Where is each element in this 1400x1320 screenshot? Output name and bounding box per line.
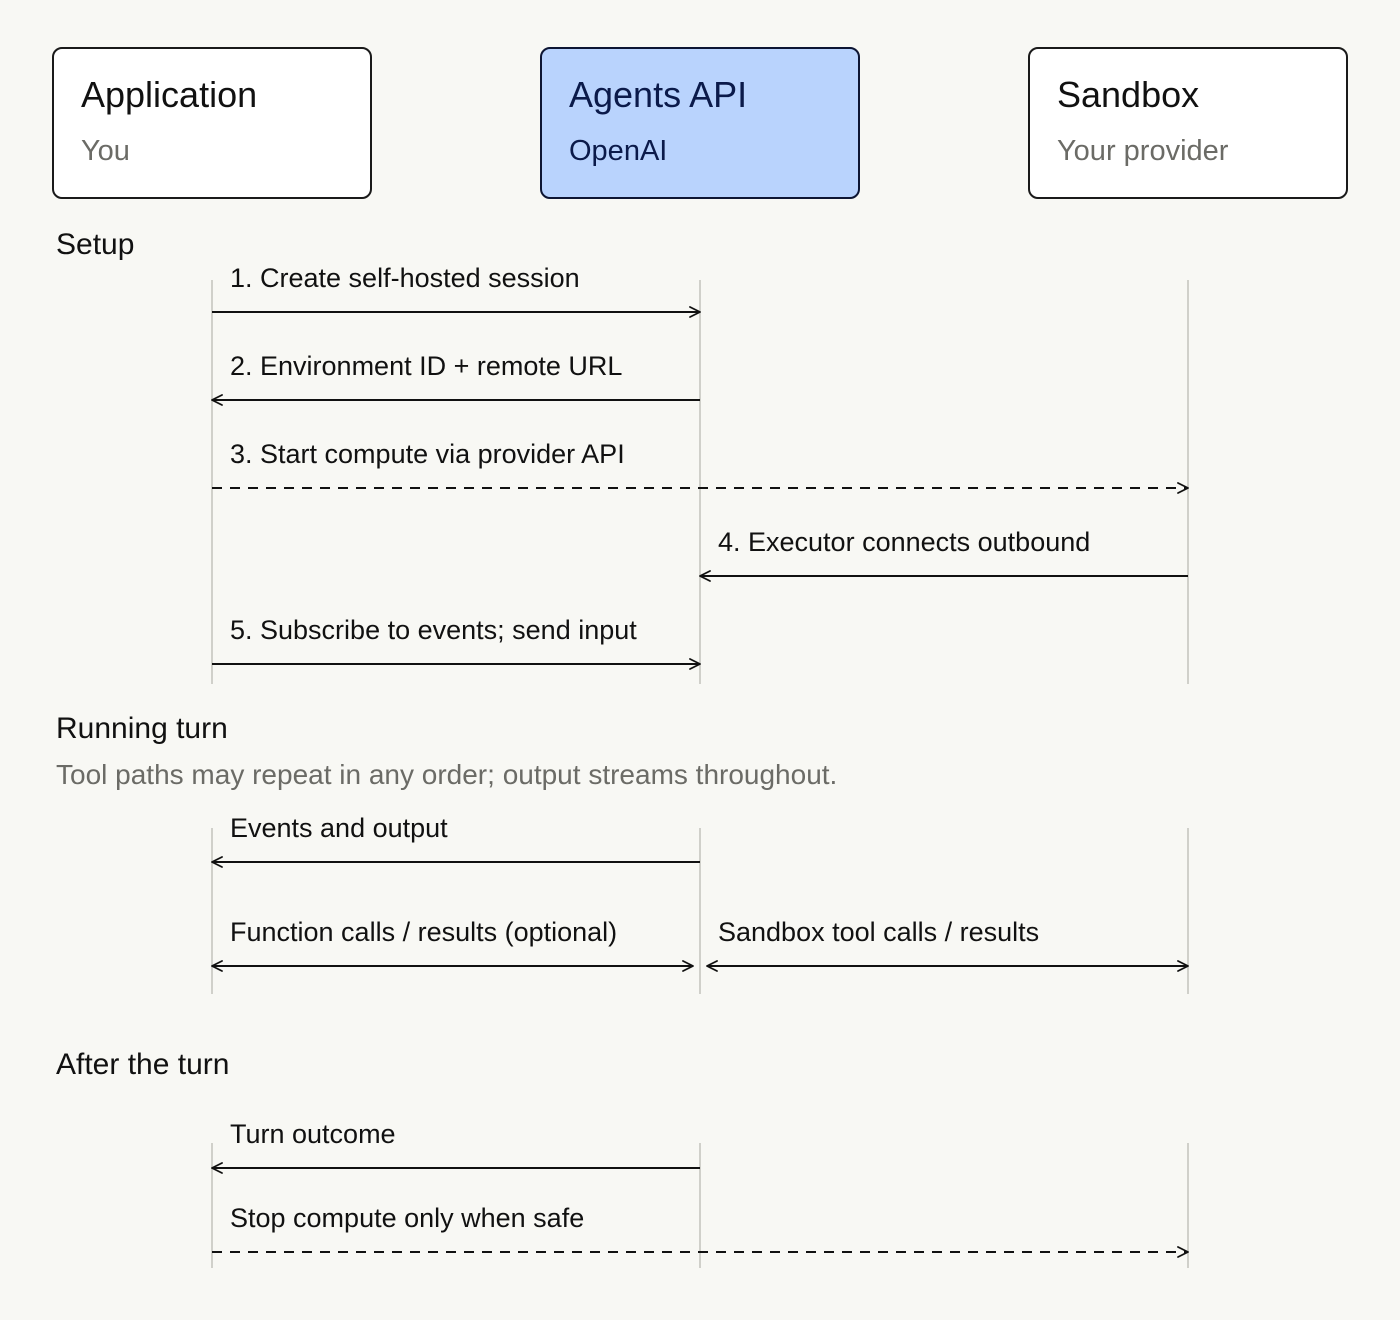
section-heading-setup: Setup (56, 228, 135, 261)
message-label-start-compute: 3. Start compute via provider API (230, 439, 625, 469)
lifelines (211, 280, 1189, 1268)
message-label-subscribe-events: 5. Subscribe to events; send input (230, 615, 637, 645)
actor-sandbox-title: Sandbox (1057, 74, 1200, 115)
message-label-create-session: 1. Create self-hosted session (230, 263, 580, 293)
message-label-stop-compute: Stop compute only when safe (230, 1203, 585, 1233)
section-heading-running-turn: Running turn (56, 712, 228, 745)
actor-sandbox-subtitle: Your provider (1057, 135, 1229, 167)
actor-application-title: Application (81, 74, 258, 115)
message-label-executor-connects: 4. Executor connects outbound (718, 527, 1091, 557)
section-heading-after-turn: After the turn (56, 1048, 230, 1081)
message-label-turn-outcome: Turn outcome (230, 1119, 396, 1149)
message-label-function-calls: Function calls / results (optional) (230, 917, 618, 947)
actor-agents-api-subtitle: OpenAI (569, 135, 668, 167)
actor-sandbox: Sandbox Your provider (1028, 47, 1348, 199)
message-label-sandbox-tool-calls: Sandbox tool calls / results (718, 917, 1040, 947)
actor-application: Application You (52, 47, 372, 199)
message-label-environment-id: 2. Environment ID + remote URL (230, 351, 623, 381)
actor-agents-api-title: Agents API (569, 74, 748, 115)
actor-application-subtitle: You (81, 135, 130, 167)
messages (211, 306, 1189, 1258)
section-note-running-turn: Tool paths may repeat in any order; outp… (56, 759, 838, 790)
actor-agents-api: Agents API OpenAI (540, 47, 860, 199)
message-label-events-output: Events and output (230, 813, 448, 843)
